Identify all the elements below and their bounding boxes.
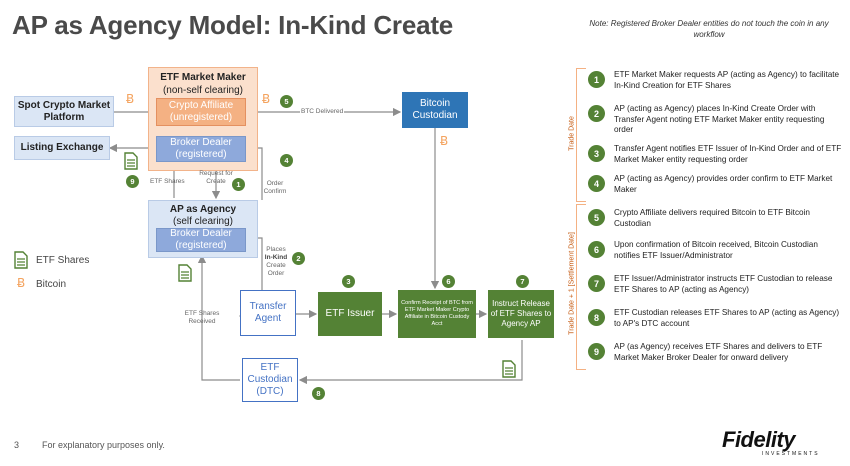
legend-bitcoin-icon: Ƀ [17,276,26,290]
step-number: 3 [588,145,605,162]
diagram-step-6: 6 [442,275,455,288]
step-number: 2 [588,105,605,122]
document-icon [124,152,138,170]
diagram-step-5: 5 [280,95,293,108]
label-create: Create [206,178,226,185]
step-text: Transfer Agent notifies ETF Issuer of In… [614,144,842,164]
crypto-affiliate-node: Crypto Affiliate (unregistered) [156,98,246,126]
connector-instruct-to-etf-custodian [298,340,523,385]
label-etf-shares-received-2: Received [188,318,216,325]
mm-broker-dealer-node: Broker Dealer (registered) [156,136,246,162]
step-text: AP (acting as Agency) places In-Kind Cre… [614,104,825,134]
note-text: Note: Registered Broker Dealer entities … [589,19,829,39]
settlement-date-label: Trade Date + 1 [Settlement Date] [568,232,576,335]
legend-document-icon [14,251,28,269]
step-text: ETF Market Maker requests AP (acting as … [614,70,840,90]
transfer-agent-node: Transfer Agent [240,290,296,336]
step-item: 1 ETF Market Maker requests AP (acting a… [588,70,844,91]
trade-date-label: Trade Date [568,116,576,151]
bitcoin-custodian-node: Bitcoin Custodian [402,92,468,128]
connector-etf-custodian-to-ap [197,254,240,381]
step-item: 2 AP (acting as Agency) places In-Kind C… [588,104,844,136]
label-etf-shares-received-1: ETF Shares [184,310,220,317]
confirm-receipt-node: Confirm Receipt of BTC from ETF Market M… [398,290,476,338]
step-item: 3 Transfer Agent notifies ETF Issuer of … [588,144,844,165]
label-in-kind: In-Kind [264,254,288,261]
label-create-order-1: Create [266,262,286,269]
step-item: 8 ETF Custodian releases ETF Shares to A… [588,308,844,329]
diagram-step-3: 3 [342,275,355,288]
bitcoin-icon: Ƀ [126,92,135,106]
diagram-step-2: 2 [292,252,305,265]
fidelity-logo: Fidelity [722,427,796,452]
diagram-step-1: 1 [232,178,245,191]
ap-subtitle: (self clearing) [172,216,234,227]
trade-date-bracket [576,68,586,202]
diagram-step-8: 8 [312,387,325,400]
step-number: 4 [588,175,605,192]
listing-exchange-node: Listing Exchange [14,136,110,160]
step-number: 8 [588,309,605,326]
label-confirm: Confirm [263,188,287,195]
page-number: 3 [14,440,20,450]
step-item: 9 AP (as Agency) receives ETF Shares and… [588,342,844,363]
diagram-step-4: 4 [280,154,293,167]
legend-bitcoin-label: Bitcoin [36,279,67,290]
step-text: AP (acting as Agency) provides order con… [614,174,833,194]
document-icon [502,360,516,378]
step-number: 9 [588,343,605,360]
document-icon [178,264,192,282]
label-create-order-2: Order [267,270,285,277]
label-order: Order [266,180,284,187]
step-text: ETF Custodian releases ETF Shares to AP … [614,308,840,328]
step-item: 6 Upon confirmation of Bitcoin received,… [588,240,844,261]
fidelity-logo-subtitle: INVESTMENTS [762,451,820,457]
step-item: 4 AP (acting as Agency) provides order c… [588,174,844,195]
step-text: AP (as Agency) receives ETF Shares and d… [614,342,823,362]
step-number: 7 [588,275,605,292]
legend-etf-shares-label: ETF Shares [36,255,90,266]
step-number: 5 [588,209,605,226]
bitcoin-icon: Ƀ [262,92,271,106]
instruct-release-node: Instruct Release of ETF Shares to Agency… [488,290,554,338]
etf-market-maker-title: ETF Market Maker [160,72,246,83]
etf-issuer-node: ETF Issuer [318,292,382,336]
bitcoin-icon: Ƀ [440,134,449,148]
page-title: AP as Agency Model: In-Kind Create [12,10,454,40]
step-item: 7 ETF Issuer/Administrator instructs ETF… [588,274,844,295]
ap-title: AP as Agency [169,204,237,215]
step-number: 1 [588,71,605,88]
diagram-step-9: 9 [126,175,139,188]
label-places: Places [266,246,286,253]
label-etf-shares: ETF Shares [150,178,185,185]
settlement-date-bracket [576,204,586,370]
ap-broker-dealer-node: Broker Dealer (registered) [156,228,246,252]
step-text: ETF Issuer/Administrator instructs ETF C… [614,274,833,294]
step-text: Crypto Affiliate delivers required Bitco… [614,208,810,228]
step-number: 6 [588,241,605,258]
step-item: 5 Crypto Affiliate delivers required Bit… [588,208,844,229]
step-text: Upon confirmation of Bitcoin received, B… [614,240,818,260]
etf-market-maker-subtitle: (non-self clearing) [162,85,244,96]
footer-disclaimer: For explanatory purposes only. [42,440,165,450]
diagram-step-7: 7 [516,275,529,288]
spot-crypto-market-node: Spot Crypto Market Platform [14,96,114,127]
label-request-for: Request for [199,170,233,177]
etf-custodian-node: ETF Custodian (DTC) [242,358,298,402]
label-btc-delivered: BTC Delivered [300,108,345,116]
